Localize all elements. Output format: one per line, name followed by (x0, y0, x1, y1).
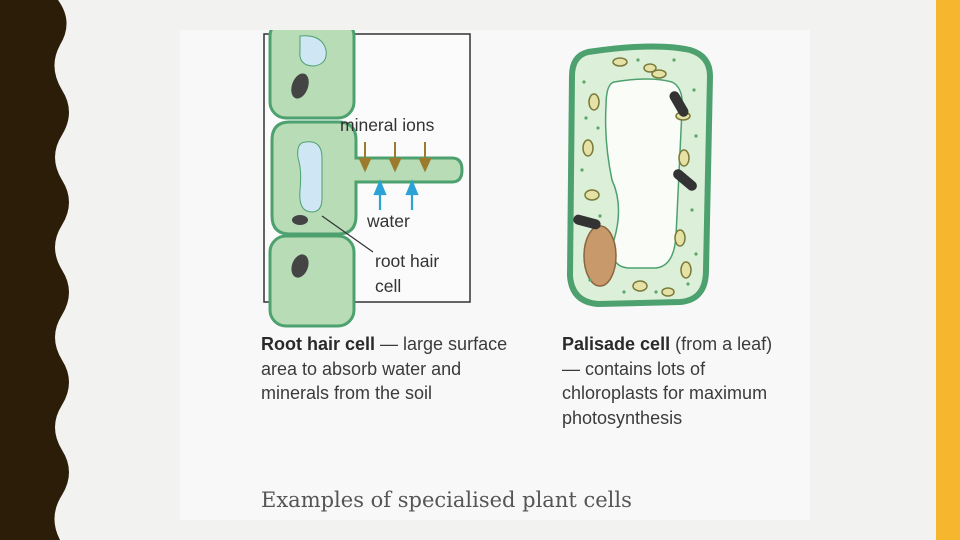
figure-panel: mineral ions water root hair cell (180, 30, 810, 520)
palisade-vacuole (606, 79, 683, 268)
figure-title: Examples of specialised plant cells (261, 488, 632, 512)
root-hair-diagram: mineral ions water root hair cell (264, 30, 470, 326)
root-hair-cell-label-line2: cell (375, 276, 401, 296)
palisade-caption-title: Palisade cell (562, 334, 670, 354)
root-hair-cell-label-line1: root hair (375, 251, 439, 271)
palisade-caption: Palisade cell (from a leaf) — contains l… (562, 332, 782, 430)
palisade-nucleus (584, 226, 616, 286)
wavy-border-shape (0, 0, 69, 540)
cell-diagram: mineral ions water root hair cell (180, 30, 810, 330)
water-label: water (366, 211, 410, 231)
root-hair-vacuole (298, 142, 322, 212)
root-hair-caption-title: Root hair cell (261, 334, 375, 354)
mineral-ions-label: mineral ions (340, 115, 435, 135)
root-cell-bottom (270, 236, 354, 326)
left-wavy-border (0, 0, 80, 540)
accent-bar (936, 0, 960, 540)
root-hair-nucleus (292, 215, 308, 225)
root-hair-caption: Root hair cell — large surface area to a… (261, 332, 511, 406)
palisade-cell-diagram (570, 46, 710, 304)
